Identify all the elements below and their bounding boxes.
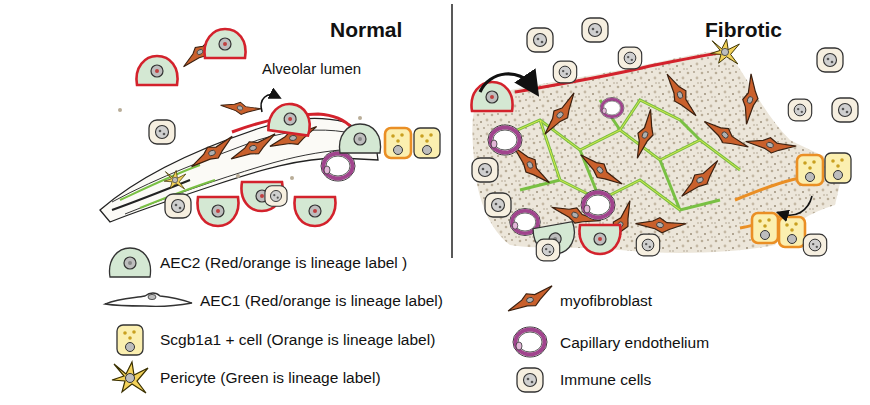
fibrotic-panel-part — [536, 93, 583, 136]
fibrotic-panel-part — [734, 74, 765, 125]
normal-panel-part — [165, 194, 191, 218]
legend-text: Immune cells — [560, 371, 651, 389]
fibrotic-panel-part — [472, 82, 513, 111]
fibrotic-panel-part — [797, 155, 823, 185]
normal-panel-part — [358, 116, 362, 120]
fibrotic-panel-part — [480, 74, 532, 92]
fibrotic-panel-part — [618, 47, 641, 69]
legend-icons — [105, 248, 556, 393]
normal-panel-part — [321, 151, 355, 181]
legend-text: myofibroblast — [560, 292, 652, 310]
fibrotic-panel-part — [779, 217, 805, 247]
fibrotic-panel-part — [711, 39, 740, 64]
fibrotic-panel-part — [579, 146, 622, 193]
normal-panel-part — [149, 120, 175, 144]
fibrotic-panel-part — [472, 50, 845, 253]
fibrotic-panel-part — [745, 129, 796, 160]
fibrotic-panel — [472, 18, 858, 261]
fibrotic-panel-part — [825, 153, 851, 183]
legend-icons-part — [110, 248, 151, 277]
fibrotic-panel-part — [675, 161, 725, 198]
fibrotic-panel-part — [579, 225, 620, 254]
fibrotic-panel-part — [600, 98, 624, 119]
normal-panel-part — [228, 134, 279, 161]
normal-panel-part — [118, 108, 122, 112]
fibrotic-panel-part — [626, 109, 663, 159]
normal-panel-part — [261, 95, 276, 112]
fibrotic-panel-part — [788, 99, 811, 121]
legend-icons-part — [148, 294, 156, 299]
legend-text: Capillary endothelium — [560, 334, 709, 352]
fibrotic-panel-part — [803, 234, 826, 256]
legend-icons-part — [105, 293, 192, 306]
fibrotic-panel-part — [752, 213, 778, 243]
normal-panel-part — [414, 128, 440, 158]
legend-icons-part — [517, 368, 543, 392]
fibrotic-panel-part — [553, 61, 576, 83]
normal-panel-part — [265, 186, 287, 206]
normal-panel-part — [294, 197, 335, 226]
fibrotic-panel-part — [636, 234, 659, 256]
fibrotic-panel-part — [735, 178, 800, 200]
fibrotic-panel-part — [582, 18, 608, 42]
fibrotic-panel-part — [703, 112, 748, 157]
fibrotic-panel-part — [485, 193, 511, 217]
legend-text: Pericyte (Green is lineage label) — [160, 369, 381, 387]
fibrotic-panel-part — [581, 190, 615, 220]
normal-panel-part — [268, 101, 313, 135]
fibrotic-panel-part — [665, 70, 696, 121]
legend-icons-part — [513, 327, 547, 357]
normal-panel-part — [220, 95, 261, 120]
panel-heading: Fibrotic — [705, 18, 782, 42]
normal-panel-part — [137, 56, 178, 85]
fibrotic-panel-part — [536, 239, 559, 261]
legend-text: AEC2 (Red/orange is lineage label ) — [160, 254, 407, 272]
normal-panel-part — [112, 130, 345, 202]
fibrotic-panel-part — [527, 28, 553, 52]
legend-text: Scgb1a1 + cell (Orange is lineage label) — [160, 331, 435, 349]
legend-icons-part — [505, 286, 556, 313]
fibrotic-panel-part — [817, 48, 843, 72]
fibrotic-panel-part — [832, 98, 858, 122]
fibrotic-panel-part — [488, 125, 522, 155]
panel-heading: Normal — [330, 18, 402, 42]
panel-divider — [451, 4, 453, 258]
normal-panel-part — [236, 174, 240, 178]
legend-icons-part — [117, 325, 143, 355]
normal-panel-part — [385, 128, 411, 158]
fibrotic-panel-part — [782, 196, 812, 215]
normal-panel-part — [340, 124, 381, 153]
legend-icons-part — [112, 362, 148, 393]
normal-panel-part — [205, 29, 246, 58]
region-label: Alveolar lumen — [262, 60, 361, 77]
normal-panel-part — [290, 176, 294, 180]
fibrotic-panel-part — [472, 158, 498, 182]
normal-panel-part — [197, 197, 238, 226]
normal-panel-part — [187, 136, 238, 168]
normal-panel — [100, 29, 440, 226]
normal-panel-part — [164, 170, 186, 189]
legend-text: AEC1 (Red/orange is lineage label) — [200, 292, 443, 310]
